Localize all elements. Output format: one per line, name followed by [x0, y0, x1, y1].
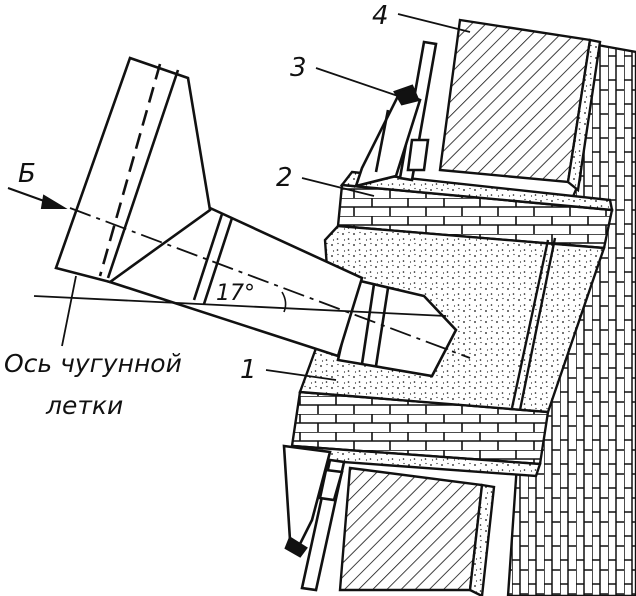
label-3: 3 [290, 53, 307, 83]
taphole-axis [69, 207, 471, 359]
label-2: 2 [276, 163, 293, 193]
label-1: 1 [240, 355, 257, 385]
axis-leader [61, 275, 77, 347]
axis-caption-line2: летки [45, 391, 123, 420]
mortar-strip-upper [566, 38, 602, 193]
leader-2 [301, 177, 375, 197]
upper-mortar-layer [339, 170, 614, 212]
view-label: Б [18, 159, 36, 189]
mortar-strip-lower [468, 483, 496, 596]
angle-arc [281, 291, 287, 313]
leader-3 [315, 67, 399, 97]
axis-caption-line1: Ось чугунной [4, 349, 182, 378]
upper-cooler-block [438, 18, 592, 184]
callout-leaders [265, 13, 471, 381]
horizontal-reference [33, 295, 447, 317]
lower-cooler-block [338, 466, 484, 592]
casing [282, 40, 438, 592]
leader-1 [265, 369, 337, 381]
flange-tip [393, 84, 420, 106]
axis-lines [33, 207, 471, 359]
gun-body [54, 56, 212, 284]
leader-4 [397, 13, 471, 33]
label-4: 4 [372, 1, 389, 31]
angle-label: 17° [216, 281, 255, 306]
lower-flange [282, 444, 332, 555]
view-arrow [7, 187, 68, 209]
mud-gun [54, 56, 458, 378]
furnace-wall [286, 18, 636, 596]
